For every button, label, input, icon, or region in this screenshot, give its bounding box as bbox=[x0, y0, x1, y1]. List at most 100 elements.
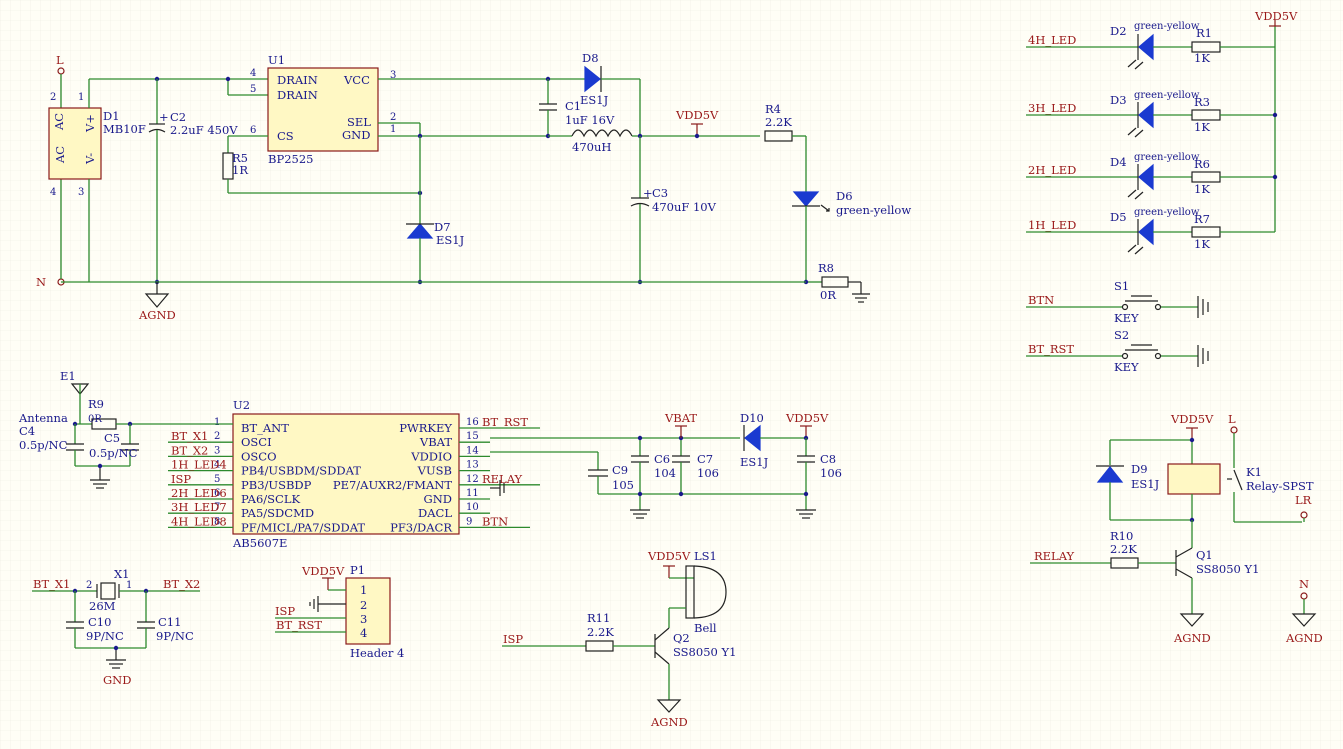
u2-pin-num-12: 12 bbox=[466, 474, 479, 485]
u2-pin-9: PF3/DACR bbox=[390, 520, 452, 534]
u2-pin-num-13: 13 bbox=[466, 460, 479, 471]
svg-text:C1: C1 bbox=[565, 99, 581, 113]
svg-text:1K: 1K bbox=[1194, 237, 1210, 251]
u2-pin-4: PB4/USBDM/SDDAT bbox=[241, 464, 361, 478]
svg-text:BT_RST: BT_RST bbox=[1028, 342, 1074, 356]
D1-value: MB10F bbox=[103, 122, 146, 136]
u2-pin-num-16: 16 bbox=[466, 417, 479, 428]
svg-text:RELAY: RELAY bbox=[1034, 549, 1075, 563]
u2-net-16: BT_RST bbox=[482, 415, 528, 429]
svg-text:AC: AC bbox=[53, 146, 67, 164]
svg-text:4: 4 bbox=[250, 68, 256, 79]
svg-text:D10: D10 bbox=[740, 411, 764, 425]
svg-text:+: + bbox=[159, 110, 169, 124]
svg-text:R8: R8 bbox=[818, 261, 834, 275]
svg-text:2: 2 bbox=[390, 112, 396, 123]
svg-text:VBAT: VBAT bbox=[664, 411, 697, 425]
u2-pin-7: PA5/SDCMD bbox=[241, 506, 314, 520]
svg-text:K1: K1 bbox=[1246, 465, 1262, 479]
u2-pin-num-11: 11 bbox=[466, 488, 479, 499]
svg-text:4: 4 bbox=[360, 626, 367, 640]
svg-text:R3: R3 bbox=[1194, 95, 1210, 109]
svg-text:ES1J: ES1J bbox=[436, 233, 465, 247]
bridge-rectifier-D1 bbox=[48, 107, 102, 180]
header-P1: P1 Header 4 1 2 3 4 VDD5V ISP BT_RST bbox=[275, 563, 404, 660]
u2-pin-10: DACL bbox=[418, 506, 452, 520]
svg-text:D3: D3 bbox=[1110, 93, 1127, 107]
svg-text:C11: C11 bbox=[158, 615, 181, 629]
svg-text:ISP: ISP bbox=[503, 632, 523, 646]
u2-pin-num-2: 2 bbox=[214, 431, 220, 442]
led-D6 bbox=[792, 191, 820, 207]
svg-text:Q1: Q1 bbox=[1196, 548, 1213, 562]
svg-text:C10: C10 bbox=[88, 615, 111, 629]
u2-pin-num-7: 7 bbox=[214, 502, 220, 513]
svg-text:5: 5 bbox=[250, 84, 256, 95]
svg-text:V+: V+ bbox=[83, 114, 97, 133]
svg-text:0.5p/NC: 0.5p/NC bbox=[19, 438, 68, 452]
u2-pin-num-9: 9 bbox=[466, 516, 472, 527]
svg-text:C9: C9 bbox=[612, 463, 628, 477]
switch-S2: BT_RST S2 KEY bbox=[1026, 328, 1209, 374]
svg-text:470uF 10V: 470uF 10V bbox=[652, 200, 717, 214]
svg-text:BT_X1: BT_X1 bbox=[33, 577, 70, 591]
antenna-section: E1 Antenna C4 0.5p/NC R9 0R C5 0.5p/NC bbox=[18, 369, 233, 489]
svg-text:E1: E1 bbox=[60, 369, 76, 383]
buzzer-section: VDD5V LS1 Bell ISP R11 2.2K AGND Q2 SS80… bbox=[502, 549, 736, 729]
u2-pin-13: VUSB bbox=[417, 464, 452, 478]
svg-text:2: 2 bbox=[86, 580, 92, 591]
svg-text:R10: R10 bbox=[1110, 529, 1133, 543]
svg-text:R1: R1 bbox=[1196, 26, 1212, 40]
svg-text:2.2K: 2.2K bbox=[1110, 542, 1137, 556]
svg-text:Q2: Q2 bbox=[673, 631, 690, 645]
svg-text:GND: GND bbox=[342, 128, 370, 142]
svg-text:R5: R5 bbox=[232, 151, 248, 165]
u2-pin-8: PF/MICL/PA7/SDDAT bbox=[241, 520, 365, 534]
u2-pin-14: VDDIO bbox=[410, 449, 452, 463]
svg-text:green-yellow: green-yellow bbox=[1134, 90, 1200, 101]
led-row-3: 2H_LED D4 green-yellow R6 1K bbox=[1026, 152, 1278, 200]
svg-text:SS8050 Y1: SS8050 Y1 bbox=[673, 645, 736, 659]
svg-text:3H_LED: 3H_LED bbox=[1028, 101, 1076, 115]
relay-coil-K1 bbox=[1167, 463, 1221, 495]
svg-text:104: 104 bbox=[654, 466, 676, 480]
u2-net-5: ISP bbox=[171, 472, 191, 486]
switch-section: BTN S1 KEY BT_RST S2 KEY bbox=[1026, 279, 1209, 374]
svg-text:DRAIN: DRAIN bbox=[277, 88, 318, 102]
svg-text:KEY: KEY bbox=[1114, 311, 1139, 325]
svg-text:1R: 1R bbox=[232, 163, 248, 177]
power-supply-section: L N AC AC V+ V- D1 MB10F 2 1 4 3 + C2 2.… bbox=[36, 51, 911, 322]
relay-section: VDD5V D9 ES1J L LR K1 Relay-SPST RELAY R… bbox=[1030, 412, 1323, 645]
svg-text:BP2525: BP2525 bbox=[268, 152, 313, 166]
u2-pin-num-5: 5 bbox=[214, 474, 220, 485]
svg-text:AC: AC bbox=[52, 113, 66, 131]
svg-text:Relay-SPST: Relay-SPST bbox=[1246, 479, 1314, 493]
led-row-2: 3H_LED D3 green-yellow R3 1K bbox=[1026, 90, 1278, 138]
svg-text:1: 1 bbox=[360, 583, 367, 597]
svg-text:26M: 26M bbox=[89, 599, 116, 613]
svg-text:ES1J: ES1J bbox=[580, 93, 609, 107]
svg-text:+: + bbox=[643, 186, 653, 200]
svg-text:R11: R11 bbox=[587, 611, 610, 625]
svg-text:AGND: AGND bbox=[1285, 631, 1323, 645]
u2-net-3: BT_X2 bbox=[171, 443, 208, 457]
crystal-section: BT_X1 BT_X2 X1 26M 2 1 C10 9P/NC C11 9P/… bbox=[32, 567, 200, 687]
svg-text:3: 3 bbox=[390, 70, 396, 81]
svg-text:green-yellow: green-yellow bbox=[1134, 207, 1200, 218]
svg-text:S2: S2 bbox=[1114, 328, 1129, 342]
u2-net-6: 2H_LED6 bbox=[171, 486, 227, 500]
u2-net-12: RELAY bbox=[482, 472, 523, 486]
svg-text:VCC: VCC bbox=[343, 73, 370, 87]
svg-text:106: 106 bbox=[697, 466, 719, 480]
svg-text:VDD5V: VDD5V bbox=[675, 108, 719, 122]
svg-text:D5: D5 bbox=[1110, 210, 1127, 224]
u2-pin-num-10: 10 bbox=[466, 502, 479, 513]
u2-pin-16: PWRKEY bbox=[399, 421, 452, 435]
svg-text:Antenna: Antenna bbox=[18, 411, 68, 425]
u2-pin-num-8: 8 bbox=[214, 516, 220, 527]
svg-text:U2: U2 bbox=[233, 398, 250, 412]
svg-text:3: 3 bbox=[360, 612, 367, 626]
bluetooth-chip-U2: U2 AB5607E bbox=[232, 398, 460, 550]
